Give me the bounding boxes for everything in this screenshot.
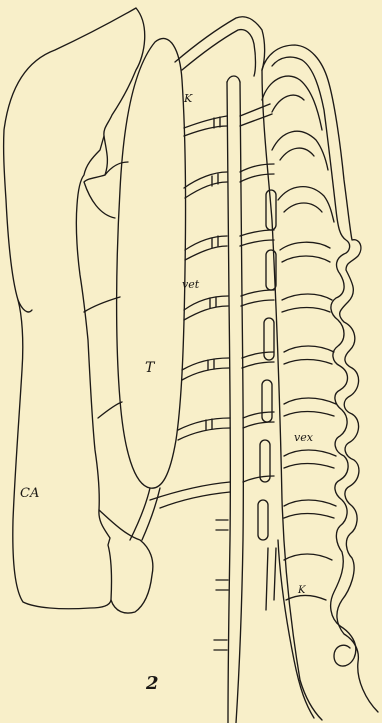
label-k-bottom: K (297, 585, 306, 596)
figure-number: 2 (145, 673, 159, 694)
label-vet: vet (182, 278, 200, 291)
label-vex: vex (294, 431, 314, 444)
label-k-top: K (183, 92, 193, 105)
label-ca: CA (20, 486, 39, 501)
